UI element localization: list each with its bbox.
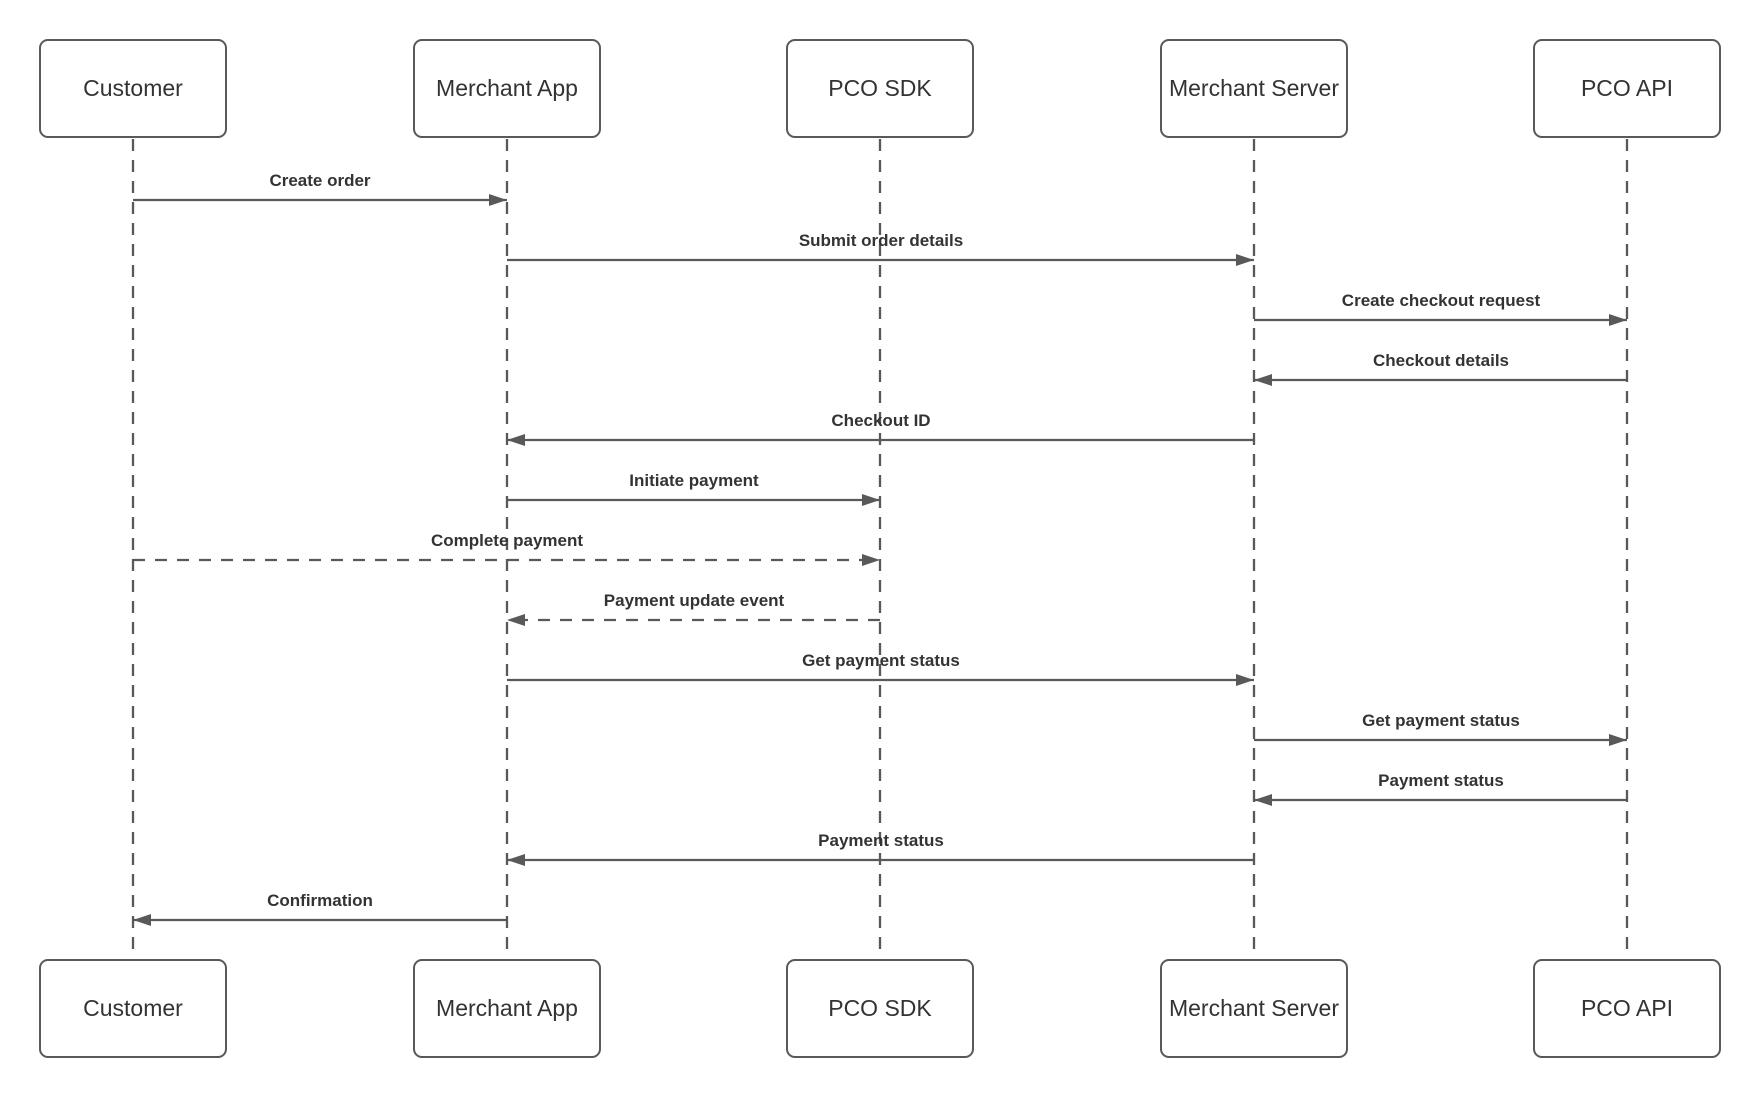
actor-label-pco-api-bottom: PCO API — [1580, 995, 1674, 1021]
message-label-get-payment-status-api: Get payment status — [1362, 711, 1520, 730]
actor-label-pco-sdk-bottom: PCO SDK — [828, 995, 932, 1021]
actor-box-pco-sdk-bottom: PCO SDK — [786, 959, 974, 1058]
message-label-confirmation: Confirmation — [267, 891, 373, 910]
actor-label-merchant-server: Merchant Server — [1168, 75, 1339, 101]
actor-box-pco-api-top: PCO API — [1533, 39, 1721, 138]
actor-box-merchant-app-bottom: Merchant App — [413, 959, 601, 1058]
actor-label-merchant-app: Merchant App — [436, 75, 578, 101]
message-label-submit-order-details: Submit order details — [798, 231, 964, 250]
message-label-initiate-payment: Initiate payment — [629, 471, 759, 490]
message-label-get-payment-status-app: Get payment status — [802, 651, 960, 670]
actor-label-merchant-app-bottom: Merchant App — [436, 995, 578, 1021]
message-label-payment-status-app: Payment status — [818, 831, 944, 850]
actor-label-merchant-server-bottom: Merchant Server — [1168, 995, 1339, 1021]
actor-label-pco-sdk: PCO SDK — [828, 75, 932, 101]
message-label-checkout-id: Checkout ID — [831, 411, 931, 430]
message-label-complete-payment: Complete payment — [430, 531, 584, 550]
message-label-create-checkout-request: Create checkout request — [1341, 291, 1541, 310]
actor-label-customer: Customer — [83, 75, 183, 101]
message-label-checkout-details: Checkout details — [1372, 351, 1510, 370]
actor-box-customer-top: Customer — [39, 39, 227, 138]
message-label-payment-status-server: Payment status — [1378, 771, 1504, 790]
actor-label-customer-bottom: Customer — [83, 995, 183, 1021]
actor-box-pco-sdk-top: PCO SDK — [786, 39, 974, 138]
actor-box-pco-api-bottom: PCO API — [1533, 959, 1721, 1058]
actor-box-merchant-server-top: Merchant Server — [1160, 39, 1348, 138]
actor-label-pco-api: PCO API — [1580, 75, 1674, 101]
message-label-create-order: Create order — [269, 171, 371, 190]
actor-box-customer-bottom: Customer — [39, 959, 227, 1058]
actor-box-merchant-server-bottom: Merchant Server — [1160, 959, 1348, 1058]
message-label-payment-update-event: Payment update event — [603, 591, 785, 610]
actor-box-merchant-app-top: Merchant App — [413, 39, 601, 138]
